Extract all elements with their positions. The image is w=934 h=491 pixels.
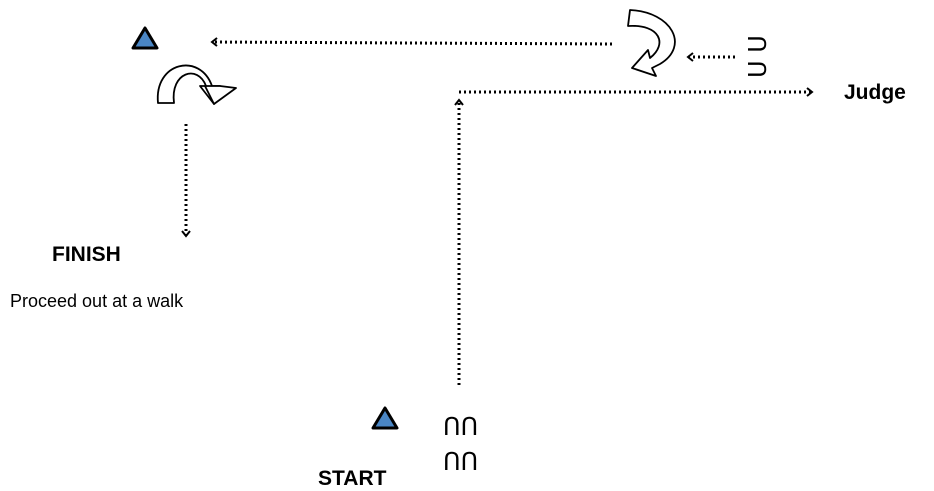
start-label: START	[318, 467, 387, 490]
hoof-marks-front: ᑎᑎ	[443, 413, 479, 441]
finish-label: FINISH	[52, 243, 121, 266]
pivot-turn-icon	[627, 9, 676, 77]
hoof-marks-back: ᑎᑎ	[443, 448, 479, 476]
finish-note: Proceed out at a walk	[10, 291, 184, 311]
path-line-left	[210, 37, 613, 47]
start-cone-icon	[371, 406, 399, 430]
spin-turn-icon	[157, 64, 237, 105]
finish-cone-icon	[131, 26, 159, 50]
hoof-marks-rotated: ᑌ ᑌ	[744, 35, 772, 78]
judge-label: Judge	[844, 81, 906, 104]
